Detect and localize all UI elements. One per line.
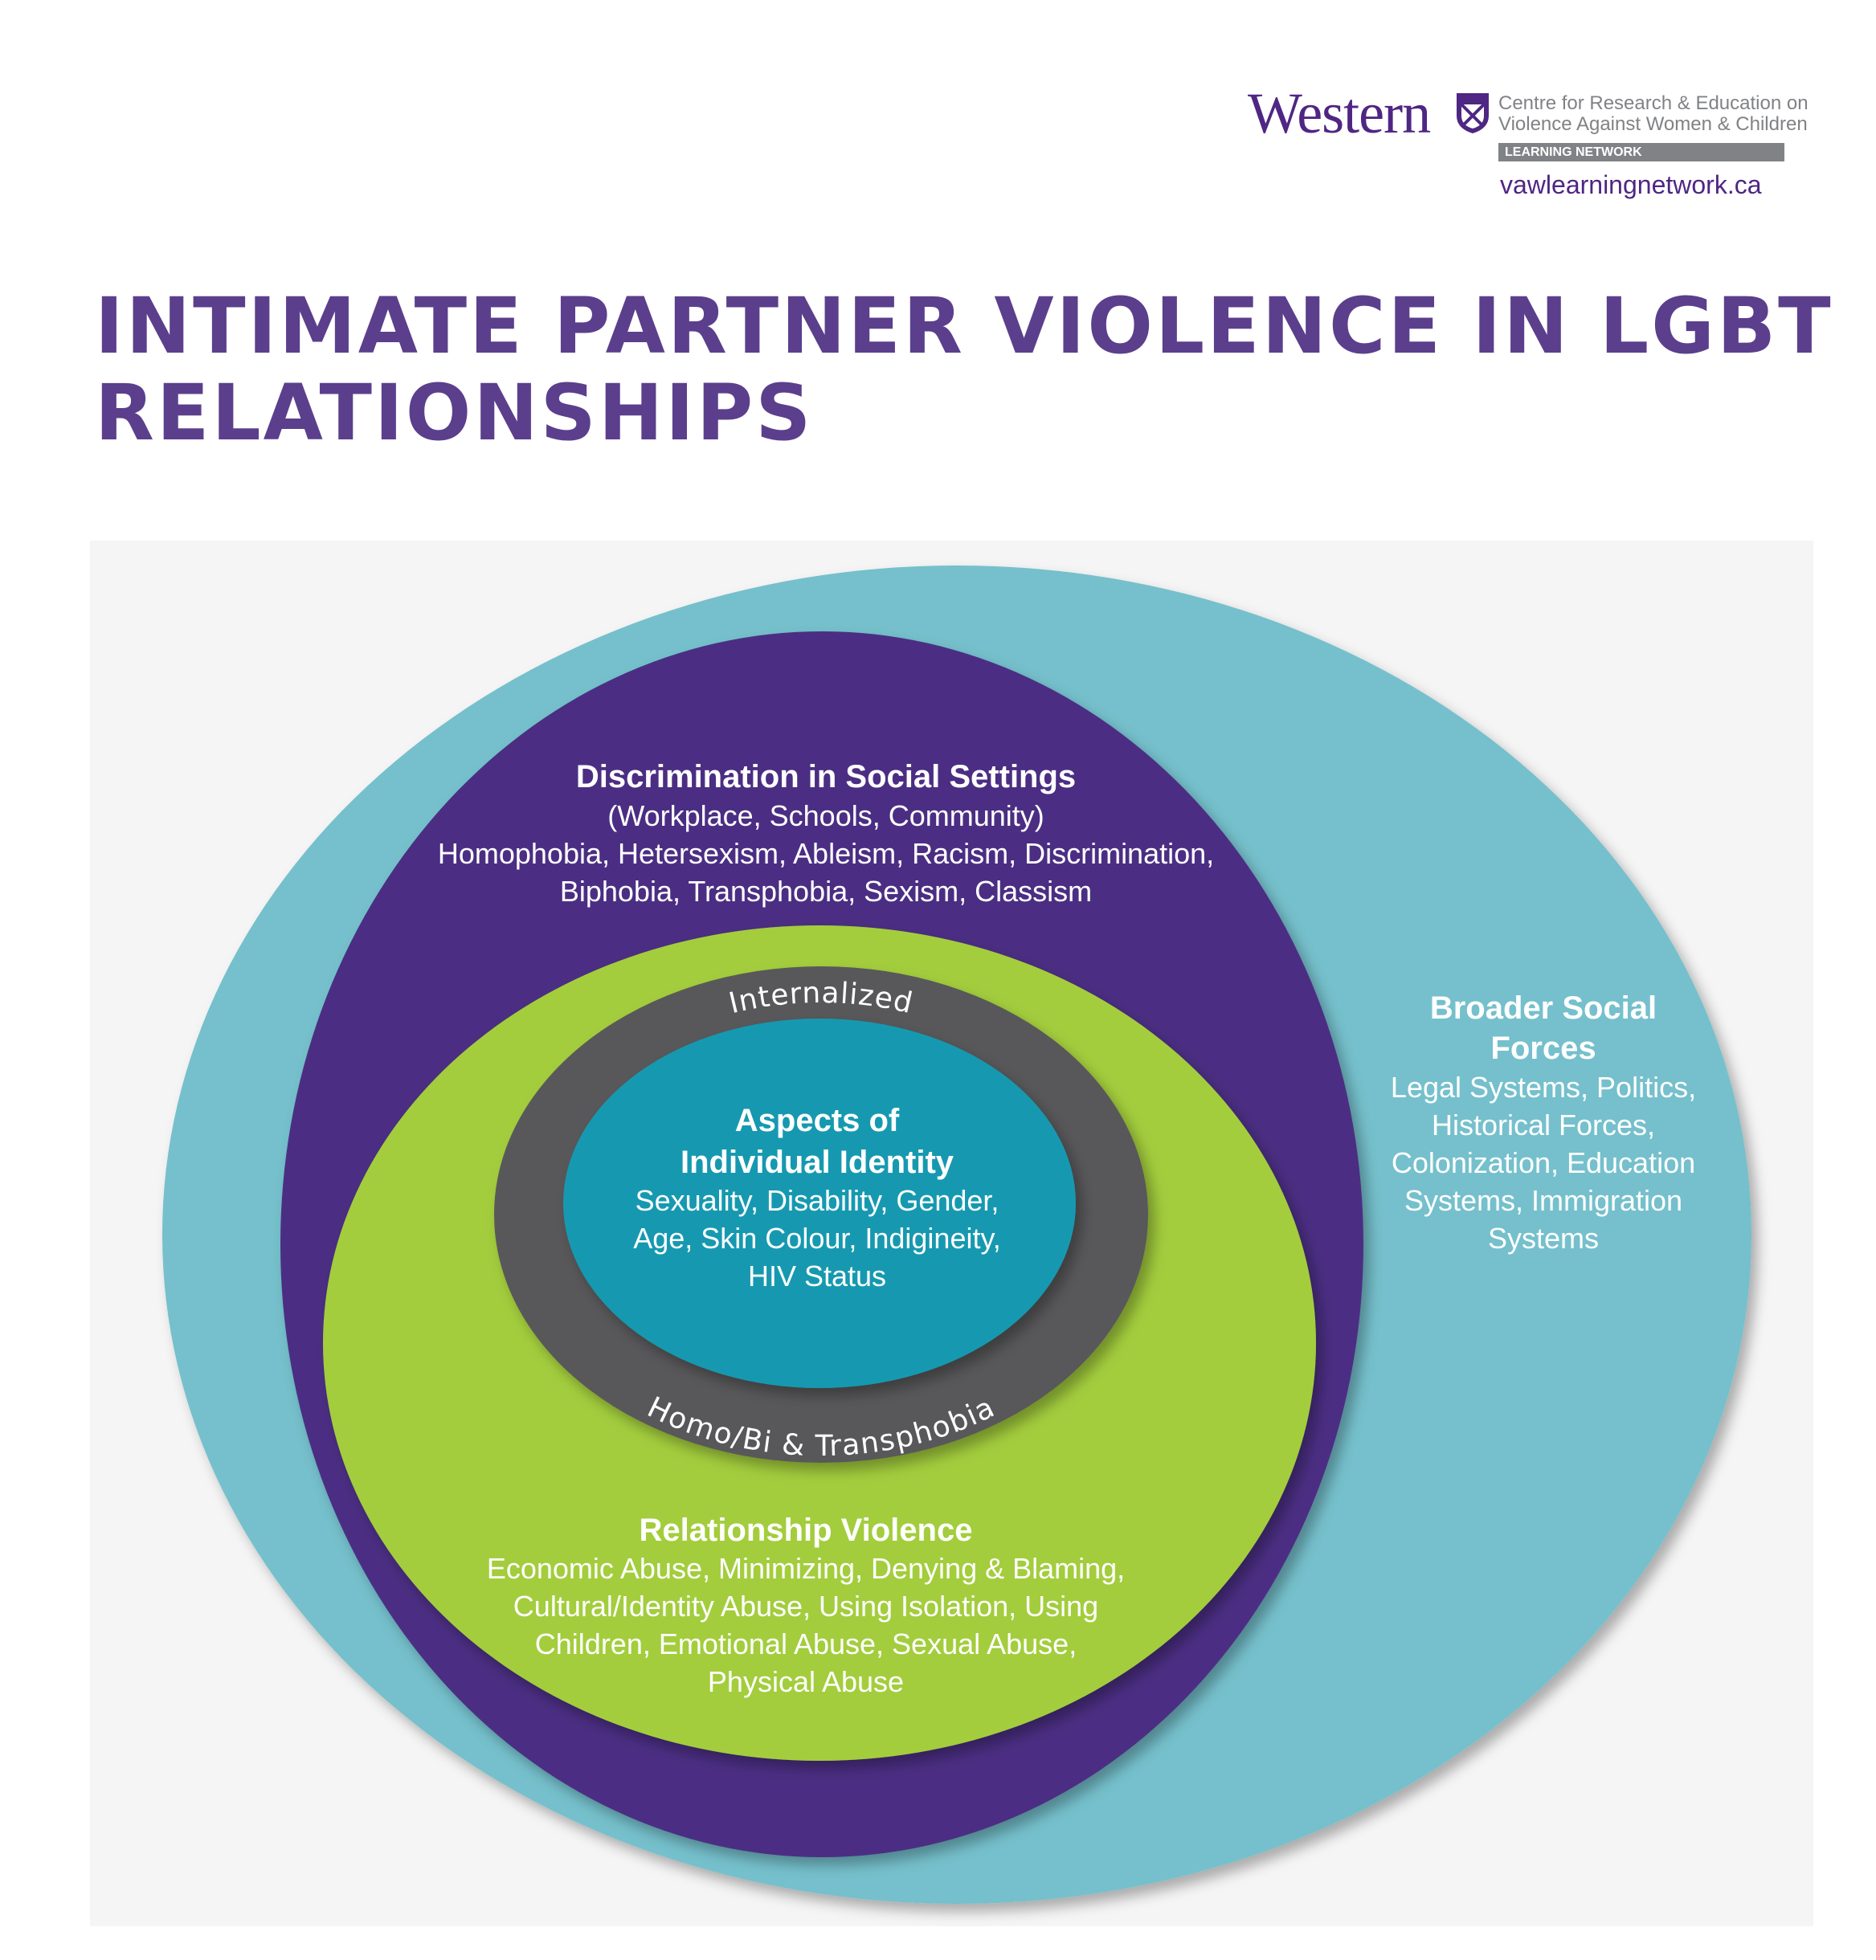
identity-heading: Individual Identity xyxy=(681,1145,954,1180)
broader-heading: Forces xyxy=(1490,1031,1596,1066)
relationship-line: Economic Abuse, Minimizing, Denying & Bl… xyxy=(487,1552,1125,1585)
relationship-line: Children, Emotional Abuse, Sexual Abuse, xyxy=(535,1627,1077,1660)
centre-name: Centre for Research & Education on Viole… xyxy=(1498,93,1809,135)
relationship-line: Cultural/Identity Abuse, Using Isolation… xyxy=(513,1590,1098,1623)
discrimination-heading: Discrimination in Social Settings xyxy=(576,759,1076,794)
identity-line: Sexuality, Disability, Gender, xyxy=(636,1184,999,1217)
broader-line: Historical Forces, xyxy=(1432,1109,1655,1141)
relationship-heading: Relationship Violence xyxy=(640,1513,973,1548)
centre-line-2: Violence Against Women & Children xyxy=(1498,113,1808,135)
discrimination-line: Biphobia, Transphobia, Sexism, Classism xyxy=(560,875,1092,908)
identity-line: HIV Status xyxy=(748,1260,886,1292)
identity-heading: Aspects of xyxy=(735,1103,900,1138)
discrimination-line: Homophobia, Hetersexism, Ableism, Racism… xyxy=(438,837,1214,870)
centre-line-1: Centre for Research & Education on xyxy=(1498,92,1809,114)
western-logo: Western Centre for Research & Education … xyxy=(1248,80,1809,209)
website-link[interactable]: vawlearningnetwork.ca xyxy=(1500,170,1762,199)
relationship-line: Physical Abuse xyxy=(708,1665,904,1698)
logo-wordmark: Western xyxy=(1248,81,1431,145)
title-line-1: INTIMATE PARTNER VIOLENCE IN LGBT xyxy=(95,281,1833,371)
broader-line: Systems xyxy=(1488,1222,1599,1255)
discrimination-text: Discrimination in Social Settings (Workp… xyxy=(438,759,1214,908)
identity-text: Aspects of Individual Identity Sexuality… xyxy=(633,1103,1001,1292)
broader-line: Systems, Immigration xyxy=(1404,1184,1682,1217)
crest-icon xyxy=(1457,93,1489,133)
page-title: INTIMATE PARTNER VIOLENCE IN LGBT RELATI… xyxy=(95,283,1833,456)
broader-text: Broader Social Forces Legal Systems, Pol… xyxy=(1391,990,1696,1255)
identity-ellipse xyxy=(563,1019,1076,1388)
broader-heading: Broader Social xyxy=(1430,990,1657,1026)
title-line-2: RELATIONSHIPS xyxy=(95,368,814,458)
broader-line: Colonization, Education xyxy=(1392,1146,1695,1179)
learning-network-bar: LEARNING NETWORK xyxy=(1498,143,1784,161)
discrimination-line: (Workplace, Schools, Community) xyxy=(607,799,1044,832)
broader-line: Legal Systems, Politics, xyxy=(1391,1071,1696,1104)
identity-line: Age, Skin Colour, Indigineity, xyxy=(633,1222,1001,1255)
relationship-text: Relationship Violence Economic Abuse, Mi… xyxy=(487,1513,1125,1698)
